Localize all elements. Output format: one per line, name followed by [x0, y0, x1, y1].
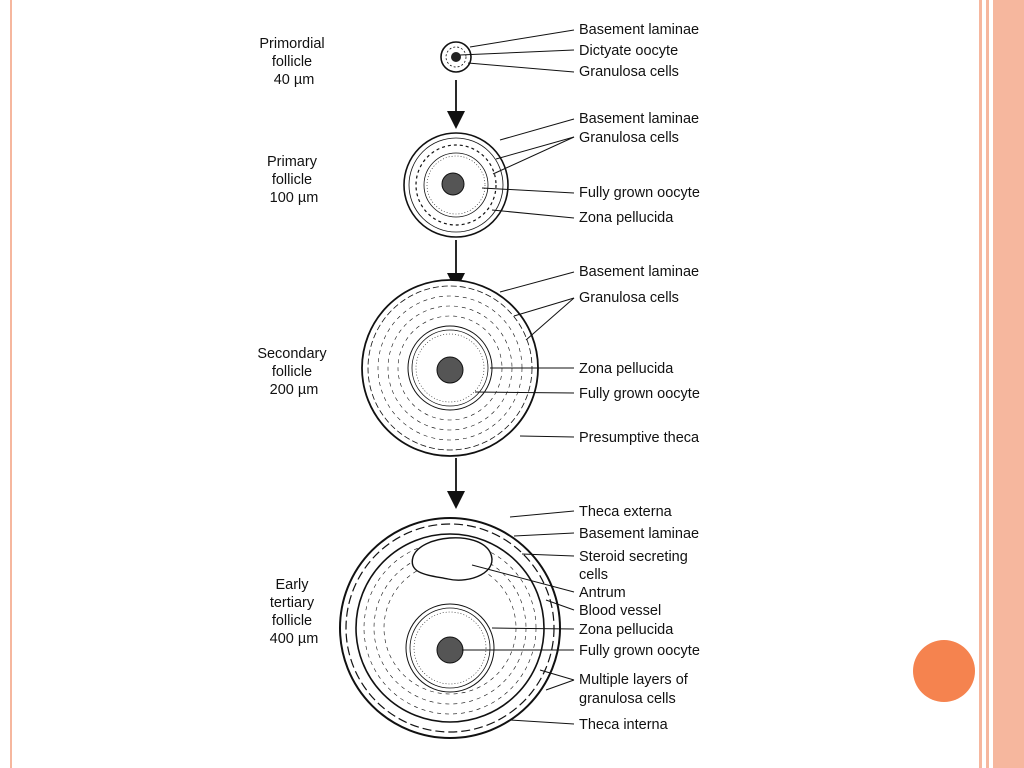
label-tertiary-multiple-layers-of: Multiple layers of — [579, 672, 689, 688]
stage-name-early-tertiary: Early tertiary follicle 400 µm — [270, 577, 319, 647]
label-primordial-basement-laminae: Basement laminae — [579, 22, 699, 38]
label-tertiary-antrum: Antrum — [579, 585, 626, 601]
label-secondary-granulosa-cells: Granulosa cells — [579, 290, 679, 306]
slide-frame-right-line-2 — [986, 0, 989, 768]
label-secondary-presumptive-theca: Presumptive theca — [579, 430, 700, 446]
label-tertiary-basement-laminae: Basement laminae — [579, 526, 699, 542]
primordial-follicle-illustration — [440, 41, 472, 73]
label-primary-basement-laminae: Basement laminae — [579, 111, 699, 127]
label-secondary-fully-grown-oocyte: Fully grown oocyte — [579, 386, 700, 402]
label-tertiary-cells: cells — [579, 567, 608, 583]
label-tertiary-granulosa-cells: granulosa cells — [579, 691, 676, 707]
early-tertiary-follicle-illustration — [339, 517, 561, 739]
label-secondary-zona-pellucida: Zona pellucida — [579, 361, 674, 377]
label-tertiary-steroid-secreting: Steroid secreting — [579, 549, 688, 565]
primary-follicle-illustration — [403, 132, 509, 238]
slide-accent-dot — [913, 640, 975, 702]
label-primordial-granulosa-cells: Granulosa cells — [579, 64, 679, 80]
stage-name-primordial: Primordial follicle 40 µm — [259, 36, 328, 88]
label-tertiary-theca-externa: Theca externa — [579, 504, 673, 520]
label-secondary-basement-laminae: Basement laminae — [579, 264, 699, 280]
label-primordial-dictyate-oocyte: Dictyate oocyte — [579, 43, 678, 59]
slide-frame-right-band — [993, 0, 1024, 768]
slide-frame-right-line-1 — [979, 0, 982, 768]
label-tertiary-theca-interna: Theca interna — [579, 717, 669, 733]
label-leader-lines — [459, 29, 575, 725]
stage-name-primary: Primary follicle 100 µm — [267, 154, 321, 206]
label-tertiary-blood-vessel: Blood vessel — [579, 603, 661, 619]
label-primary-fully-grown-oocyte: Fully grown oocyte — [579, 185, 700, 201]
stage-name-secondary: Secondary follicle 200 µm — [257, 346, 330, 398]
label-tertiary-fully-grown-oocyte: Fully grown oocyte — [579, 643, 700, 659]
slide-frame-left — [10, 0, 12, 768]
label-tertiary-zona-pellucida: Zona pellucida — [579, 622, 674, 638]
label-primary-granulosa-cells: Granulosa cells — [579, 130, 679, 146]
label-primary-zona-pellucida: Zona pellucida — [579, 210, 674, 226]
